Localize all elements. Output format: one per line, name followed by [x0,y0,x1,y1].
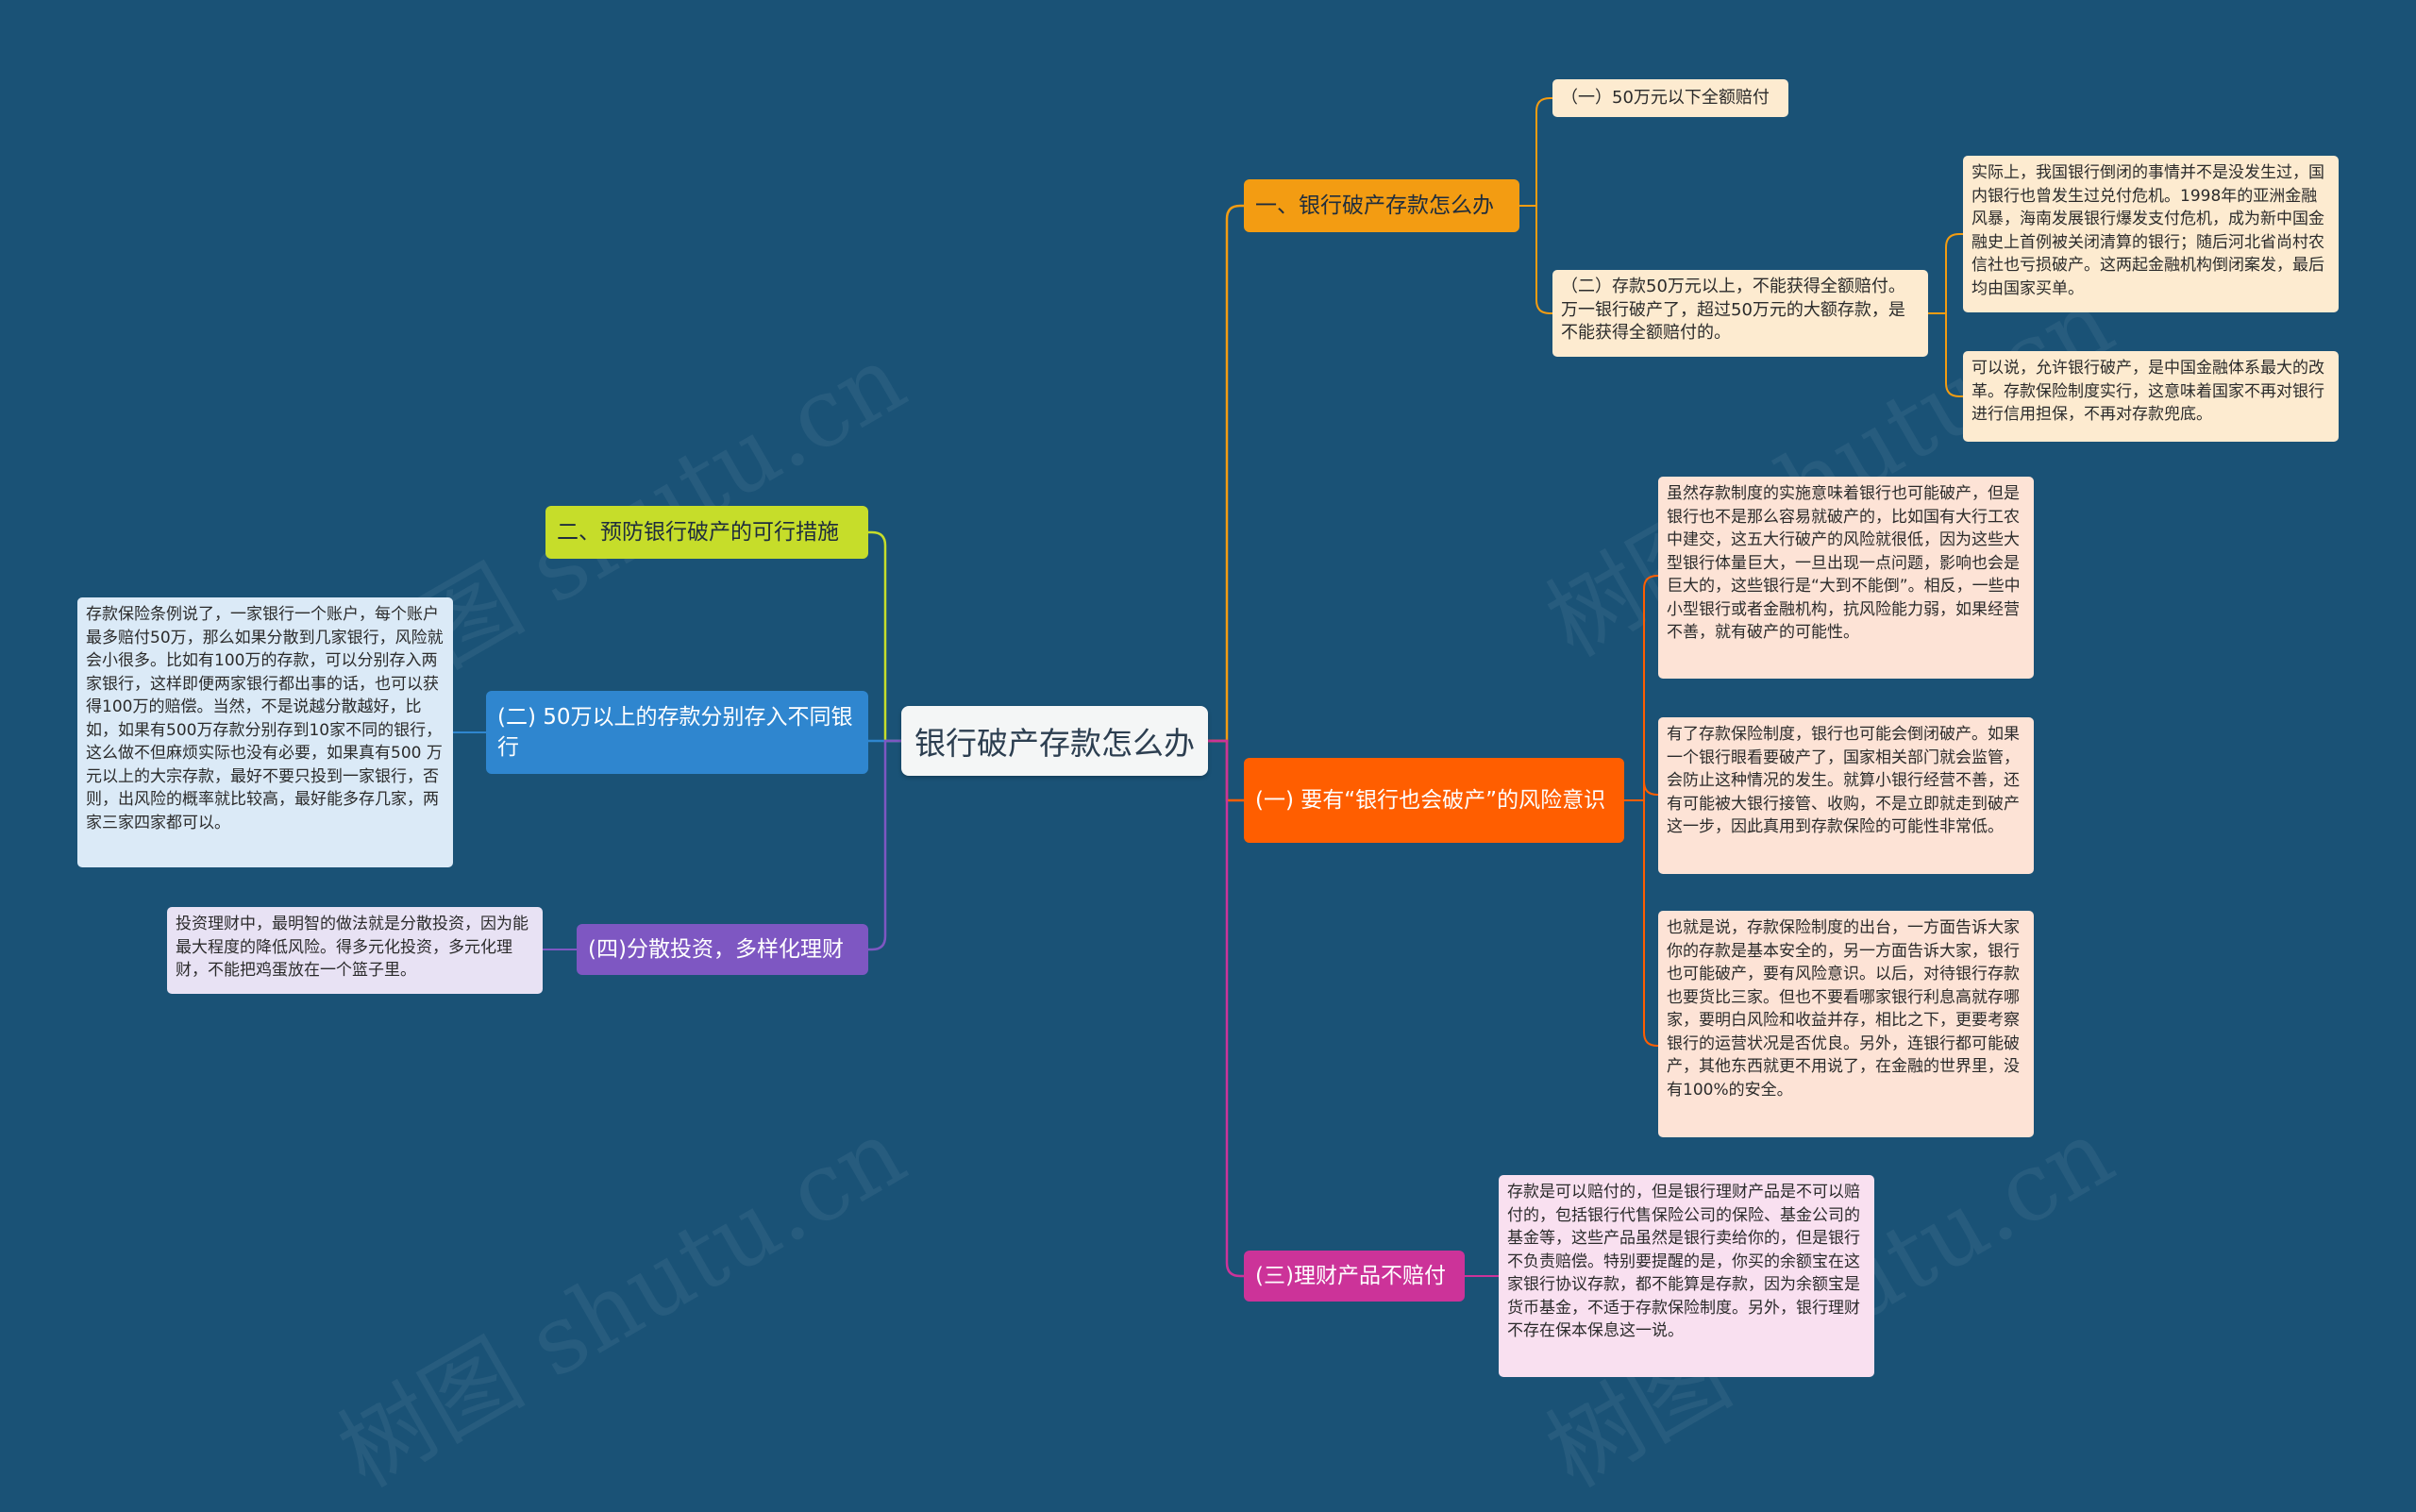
connector-root-b4 [868,530,901,743]
note-china-bank-failures[interactable]: 实际上，我国银行倒闭的事情并不是没发生过，国内银行也曾发生过兑付危机。1998年… [1963,156,2339,312]
connector-c2-note1 [1928,233,1963,314]
note-bank-bankruptcy-reform[interactable]: 可以说，允许银行破产，是中国金融体系最大的改革。存款保险制度实行，这意味着国家不… [1963,351,2339,442]
connector-b2-note3 [1624,799,1658,1047]
mind-map-canvas: 树图 shutu.cn 树图 shutu.cn 树图 shutu.cn 树图 s… [77,79,2339,1508]
note-compare-banks[interactable]: 也就是说，存款保险制度的出台，一方面告诉大家你的存款是基本安全的，另一方面告诉大… [1658,911,2034,1137]
branch-wealth-products-no-payout[interactable]: (三)理财产品不赔付 [1244,1251,1465,1302]
connector-b2-note2 [1624,781,1658,801]
connector-root-b1 [1208,204,1244,743]
connector-b1-c1 [1519,97,1552,207]
root-topic[interactable]: 银行破产存款怎么办 [901,706,1208,776]
leaf-under-500k-full-payout[interactable]: （一）50万元以下全额赔付 [1552,79,1788,117]
connector-root-b6 [868,739,901,951]
note-wealth-products[interactable]: 存款是可以赔付的，但是银行理财产品是不可以赔付的，包括银行代售保险公司的保险、基… [1499,1175,1874,1377]
connector-b2-note1 [1624,575,1658,801]
connector-root-b3 [1208,739,1244,1278]
branch-bank-bankruptcy-deposits[interactable]: 一、银行破产存款怎么办 [1244,179,1519,232]
branch-prevention-measures[interactable]: 二、预防银行破产的可行措施 [545,506,868,559]
connector-b1-c2 [1519,205,1552,314]
note-deposit-insurance-split[interactable]: 存款保险条例说了，一家银行一个账户，每个账户最多赔付50万，那么如果分散到几家银… [77,597,453,867]
leaf-over-500k-no-full-payout[interactable]: （二）存款50万元以上，不能获得全额赔付。万一银行破产了，超过50万元的大额存款… [1552,270,1928,357]
connector-lines [453,97,1963,1278]
branch-split-deposits[interactable]: (二) 50万以上的存款分别存入不同银行 [486,691,868,774]
connector-c2-note2 [1928,312,1963,397]
note-large-banks-low-risk[interactable]: 虽然存款制度的实施意味着银行也可能破产，但是银行也不是那么容易就破产的，比如国有… [1658,477,2034,679]
note-deposit-insurance-low-usage[interactable]: 有了存款保险制度，银行也可能会倒闭破产。如果一个银行眼看要破产了，国家相关部门就… [1658,717,2034,874]
note-diversify[interactable]: 投资理财中，最明智的做法就是分散投资，因为能最大程度的降低风险。得多元化投资，多… [167,907,543,994]
branch-risk-awareness[interactable]: (一) 要有“银行也会破产”的风险意识 [1244,758,1624,843]
branch-diversify-investment[interactable]: (四)分散投资，多样化理财 [577,924,868,975]
